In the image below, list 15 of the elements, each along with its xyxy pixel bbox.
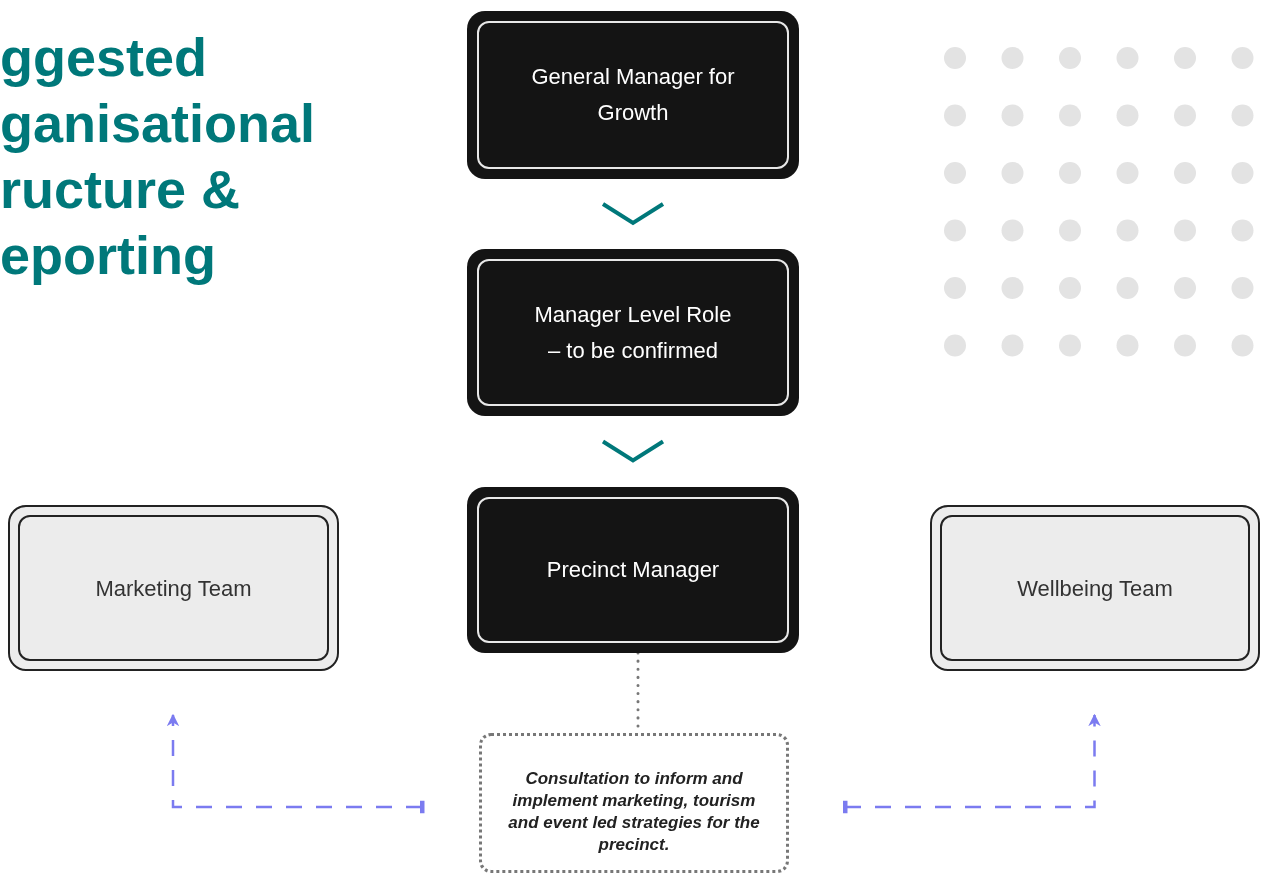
box-text: General Manager for Growth: [530, 63, 736, 127]
box-text: Wellbeing Team: [1017, 574, 1173, 603]
box-text: Precinct Manager: [546, 556, 720, 584]
note-box: [479, 733, 789, 873]
box-text: Manager Level Role – to be confirmed: [533, 300, 733, 365]
dashed-arrow: [166, 713, 425, 816]
box-text: Marketing Team: [95, 574, 252, 603]
role-box: [467, 11, 799, 179]
dashed-arrow: [842, 713, 1101, 816]
role-box: [467, 487, 799, 653]
role-box: [467, 249, 799, 416]
title: ggested ganisational ructure & eporting: [0, 26, 317, 287]
team-box: [8, 505, 339, 671]
box-text: Consultation to inform and implement marketing, tourism and event led strategies for the precinct.: [507, 768, 761, 856]
team-box: [930, 505, 1260, 671]
